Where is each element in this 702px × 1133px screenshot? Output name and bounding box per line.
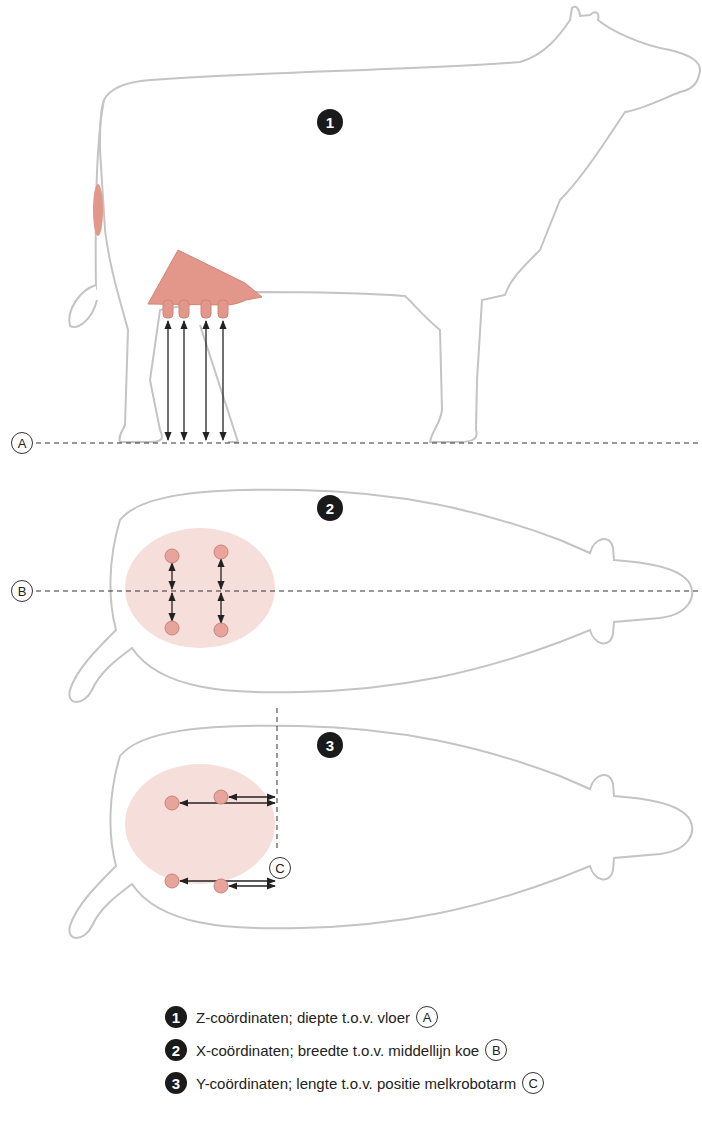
callout-number: 2: [317, 495, 343, 521]
callout-number-text: 2: [172, 1043, 180, 1058]
reference-letter-text: B: [18, 585, 27, 598]
callout-number: 3: [165, 1072, 187, 1094]
callout-number-text: 1: [172, 1010, 180, 1025]
reference-letter: B: [485, 1039, 507, 1061]
udder: [148, 250, 262, 305]
reference-letter-text: C: [275, 862, 284, 875]
callout-number-text: 2: [326, 501, 334, 516]
reference-letter: C: [269, 857, 291, 879]
tail-switch: [69, 285, 97, 327]
teats: [163, 300, 228, 318]
callout-number: 1: [317, 109, 343, 135]
pink-mark: [93, 184, 103, 236]
width-arrows: [172, 559, 221, 623]
reference-letter-text: C: [528, 1077, 537, 1090]
reference-letter: A: [11, 432, 33, 454]
reference-letter: A: [416, 1006, 438, 1028]
reference-letter-text: A: [18, 437, 27, 450]
callout-number-text: 3: [172, 1076, 180, 1091]
callout-number: 1: [165, 1006, 187, 1028]
callout-number: 3: [317, 732, 343, 758]
reference-letter-text: B: [492, 1044, 501, 1057]
legend-text: Z-coördinaten; diepte t.o.v. vloer: [196, 1010, 410, 1025]
callout-number-text: 3: [326, 738, 334, 753]
side-view-cow: [36, 7, 702, 443]
midline: [36, 591, 702, 592]
cow-outline: [100, 7, 700, 442]
callout-number: 2: [165, 1039, 187, 1061]
top-view-cow-length: [69, 708, 692, 938]
top-view-cow-width: [36, 490, 702, 702]
reference-letter-text: A: [423, 1011, 432, 1024]
legend-text: X-coördinaten; breedte t.o.v. middellijn…: [196, 1043, 479, 1058]
teats: [165, 545, 228, 637]
udder-area: [125, 528, 275, 648]
legend-text: Y-coördinaten; lengte t.o.v. positie mel…: [196, 1076, 516, 1091]
length-arrows: [180, 797, 275, 886]
depth-arrows: [168, 321, 223, 440]
floor-line: [36, 443, 702, 444]
reference-letter: B: [11, 580, 33, 602]
reference-letter: C: [522, 1072, 544, 1094]
teats: [165, 790, 228, 893]
robot-arm-line: [277, 708, 278, 852]
callout-number-text: 1: [326, 115, 334, 130]
udder-area: [125, 764, 275, 884]
